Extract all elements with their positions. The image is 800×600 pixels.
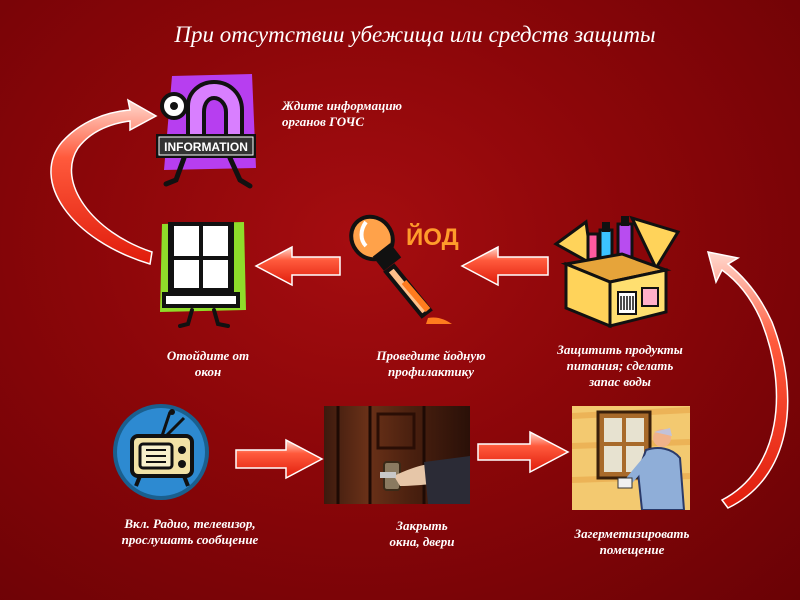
arrow-window-to-info <box>50 98 158 265</box>
caption-away-windows: Отойдите от окон <box>166 348 250 379</box>
caption-radio-tv: Вкл. Радио, телевизор, прослушать сообще… <box>121 516 259 547</box>
caption-protect-food: Защитить продукты питания; сделать запас… <box>557 342 683 389</box>
iodine-label: ЙОД <box>406 224 459 251</box>
arrow-door-to-seal <box>477 430 570 474</box>
door-key-photo <box>324 406 470 504</box>
arrow-radio-to-door <box>235 438 324 480</box>
arrow-box-to-iodine <box>460 245 549 287</box>
arrow-seal-to-box <box>706 251 789 509</box>
supplies-box-icon <box>553 215 681 329</box>
window-icon <box>160 222 246 328</box>
information-icon: INFORMATION <box>156 74 256 189</box>
info-sign-text: INFORMATION <box>164 140 248 154</box>
iodine-dropper-icon <box>349 214 452 324</box>
slide-title: При отсутствии убежища или средств защит… <box>174 22 656 47</box>
caption-iodine: Проведите йодную профилактику <box>376 348 486 379</box>
caption-seal-room: Загерметизировать помещение <box>574 526 690 557</box>
caption-wait-info: Ждите информацию органов ГОЧС <box>282 98 403 129</box>
arrow-iodine-to-window <box>254 245 341 287</box>
seal-room-painter-icon <box>572 406 690 510</box>
caption-close-doors: Закрыть окна, двери <box>389 518 455 549</box>
radio-tv-icon <box>113 404 209 500</box>
